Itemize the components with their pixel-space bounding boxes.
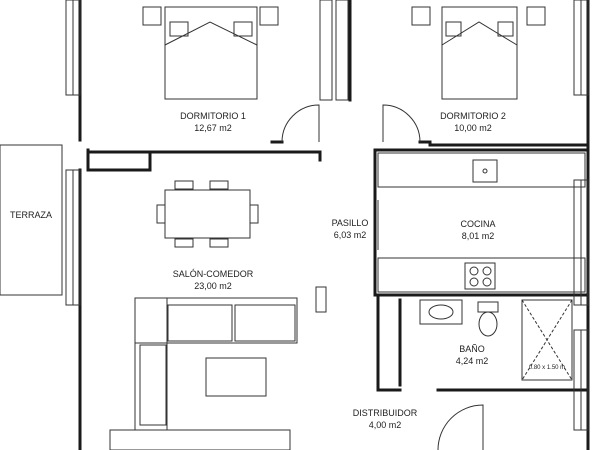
room-area: 10,00 m2 [454,123,492,133]
terraza-outline [0,144,63,296]
room-label-dormitorio1: DORMITORIO 1 12,67 m2 [150,110,276,134]
bedroom1-bed [164,6,258,100]
room-label-pasillo: PASILLO 6,03 m2 [315,217,385,241]
bedroom2-nightstand-right [526,6,546,26]
toilet [478,311,498,337]
kitchen-hob [464,262,496,290]
bedroom1-nightstand-right [259,6,279,26]
room-area: 4,24 m2 [455,356,489,366]
room-label-salon: SALÓN-COMEDOR 23,00 m2 [150,268,276,292]
tv-unit [109,429,291,450]
toilet-tank [477,301,499,313]
room-label-dormitorio2: DORMITORIO 2 10,00 m2 [410,110,536,134]
room-label-cocina: COCINA 8,01 m2 [440,218,516,242]
shower-size: 0.80 x 1.50 m [528,365,566,371]
bathroom-left-wall [376,293,402,392]
room-name: DISTRIBUIDOR [352,408,418,418]
room-name: PASILLO [331,218,369,228]
kitchen-counter-top [377,152,586,188]
shower-dimension-label: 0.80 x 1.50 m [523,364,571,372]
room-name: TERRAZA [9,210,52,220]
room-name: COCINA [460,219,496,229]
room-area: 23,00 m2 [194,281,232,291]
room-area: 12,67 m2 [194,123,232,133]
bedroom1-nightstand-left [142,6,162,26]
kitchen-sink [472,159,498,183]
shower [521,299,573,381]
room-name: BAÑO [459,344,485,354]
dining-table [164,189,251,239]
corridor-closet [315,286,327,313]
closet-bedroom2 [335,0,349,101]
kitchen-counter-bottom [377,257,586,293]
closet-bedroom1 [319,0,333,101]
bedroom1-bottom-wall [86,148,322,172]
bedroom2-bed [441,6,518,100]
door-arc-bedroom2 [382,104,421,143]
room-name: DORMITORIO 1 [180,111,246,121]
room-area: 6,03 m2 [333,230,367,240]
room-label-distribuidor: DISTRIBUIDOR 4,00 m2 [335,407,435,431]
room-name: SALÓN-COMEDOR [172,269,254,279]
room-label-bano: BAÑO 4,24 m2 [440,343,504,367]
room-area: 4,00 m2 [368,420,402,430]
bedroom2-nightstand-left [411,6,431,26]
coffee-table [205,357,267,397]
door-arc-bedroom1 [281,104,320,143]
room-name: DORMITORIO 2 [440,111,506,121]
room-area: 8,01 m2 [461,231,495,241]
door-arc-distribuidor [437,404,484,450]
room-label-terraza: TERRAZA [0,209,62,221]
bath-sink [419,299,463,325]
